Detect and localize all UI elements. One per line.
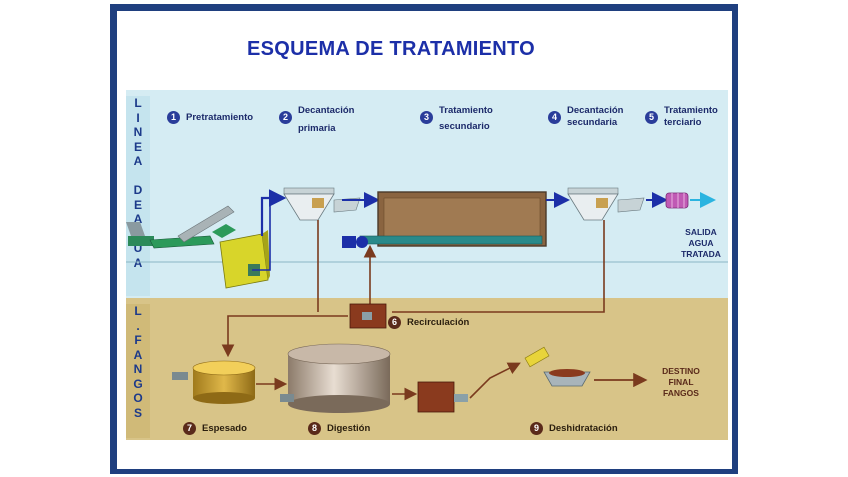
step-dewatering: 9 Deshidratación — [530, 421, 618, 436]
sludge-line-letter: O — [133, 391, 143, 405]
step-recirculation: 6 Recirculación — [388, 315, 469, 330]
sludge-line-letter: L — [134, 304, 142, 318]
water-line-letter: D — [133, 183, 143, 197]
water-line-letter: A — [133, 154, 143, 168]
sludge-line-letter: N — [133, 362, 143, 376]
step-label: Deshidratación — [549, 423, 618, 434]
step-pretreatment: 1 Pretratamiento — [167, 110, 253, 125]
treated-water-label: SALIDA AGUA TRATADA — [681, 227, 721, 259]
page-title: ESQUEMA DE TRATAMIENTO — [246, 38, 536, 60]
step-label: Espesado — [202, 423, 247, 434]
dewatering-unit — [417, 346, 591, 413]
step-digestion: 8 Digestión — [308, 421, 370, 436]
water-line-letter: I — [136, 110, 140, 125]
step-number-badge: 1 — [167, 111, 180, 124]
secondary-sludge-pipe — [392, 220, 605, 313]
tertiary-unit — [665, 192, 689, 209]
sludge-line-letter: S — [133, 405, 142, 420]
step-label: Tratamiento secundario — [439, 105, 493, 132]
water-line-letter: E — [133, 139, 142, 154]
step-label: Pretratamiento — [186, 112, 254, 123]
sludge-line-letter: F — [134, 333, 142, 347]
secondary-decanter — [567, 187, 645, 221]
recirculation-pump — [349, 303, 387, 329]
step-number-badge: 8 — [308, 422, 321, 435]
step-label: Digestión — [327, 423, 371, 434]
step-label: Decantación secundaria — [567, 105, 624, 128]
final-sludge-label: DESTINO FINAL FANGOS — [662, 366, 700, 398]
step-secondary-decantation: 4 Decantación secundaria — [548, 105, 624, 129]
step-number-badge: 7 — [183, 422, 196, 435]
blower-icon — [342, 236, 368, 248]
step-number-badge: 6 — [388, 316, 401, 329]
step-number-badge: 2 — [279, 111, 292, 124]
water-line-letter: U — [133, 241, 143, 255]
sludge-line-letter: G — [133, 376, 143, 391]
step-label: Recirculación — [407, 317, 470, 328]
step-label: Tratamiento terciario — [664, 105, 718, 128]
step-number-badge: 4 — [548, 111, 561, 124]
step-tertiary-treatment: 5 Tratamiento terciario — [645, 105, 718, 129]
thickener-tank — [172, 360, 256, 404]
sludge-to-thickener — [221, 315, 348, 358]
water-line-letter: N — [133, 125, 143, 139]
aeration-tank — [359, 191, 547, 247]
step-primary-decantation: 2 Decantación primaria — [279, 102, 355, 138]
step-number-badge: 9 — [530, 422, 543, 435]
water-pipe-2 — [252, 204, 271, 271]
pretreatment-unit — [126, 205, 270, 289]
step-thickening: 7 Espesado — [183, 421, 247, 436]
water-pipe — [260, 189, 287, 236]
water-line-letter: A — [133, 212, 143, 226]
primary-decanter — [283, 187, 361, 221]
water-line-letter: L — [134, 96, 142, 110]
step-secondary-treatment: 3 Tratamiento secundario — [420, 103, 493, 135]
sludge-line-letter: A — [133, 347, 143, 362]
digester-tank — [280, 343, 391, 413]
step-number-badge: 5 — [645, 111, 658, 124]
water-line-letter: E — [133, 197, 142, 212]
sludge-line-letter: . — [136, 318, 140, 333]
step-label: Decantación primaria — [298, 105, 355, 134]
step-number-badge: 3 — [420, 111, 433, 124]
